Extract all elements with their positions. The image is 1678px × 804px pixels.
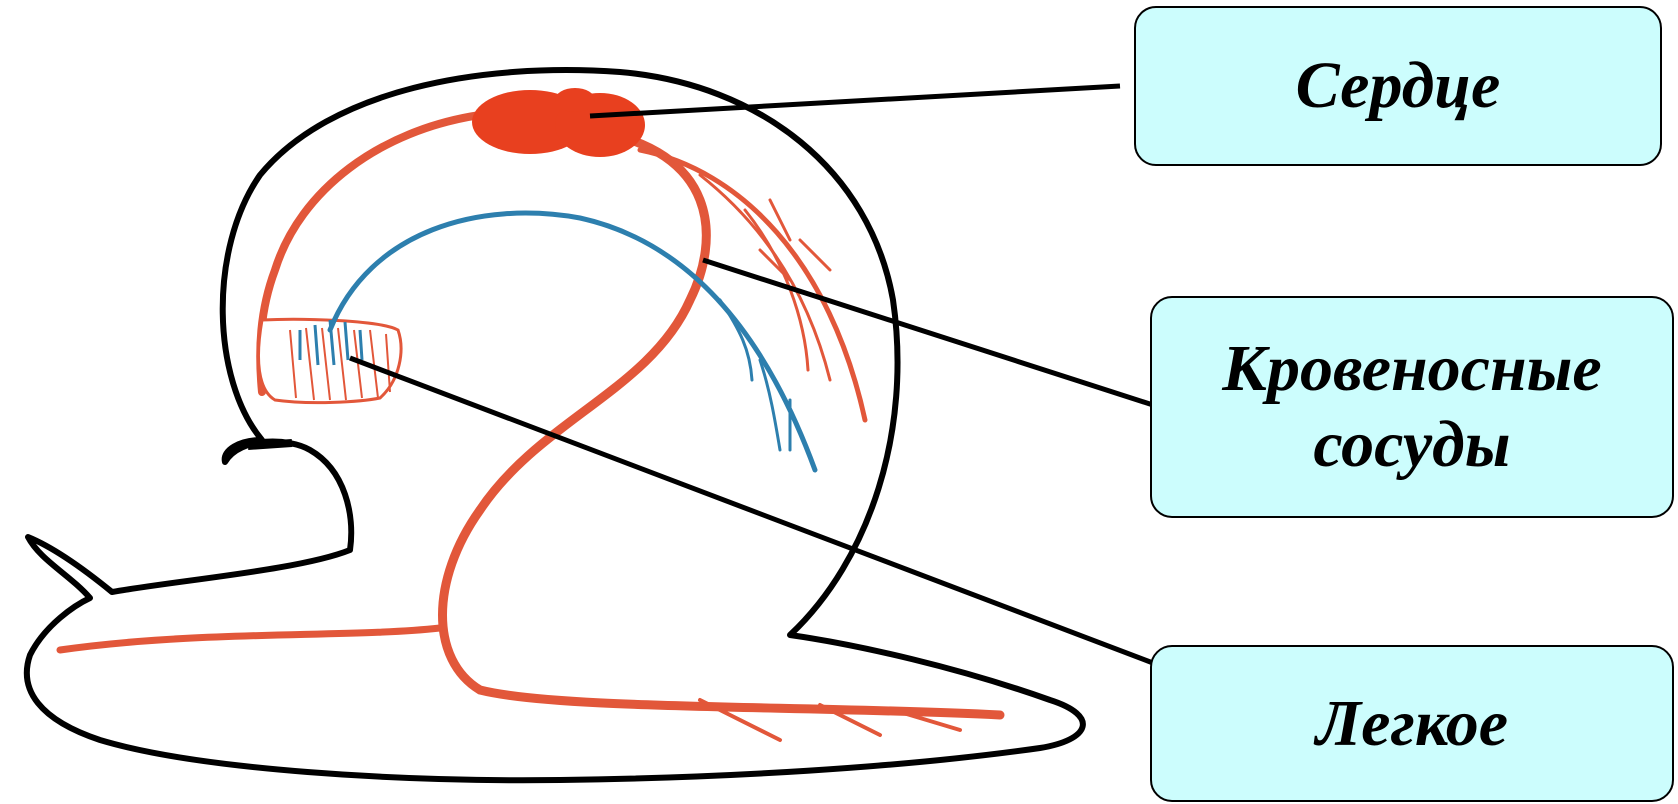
vessels-label: Кровеносные сосуды bbox=[1222, 331, 1601, 483]
vessels-label-box: Кровеносные сосуды bbox=[1150, 296, 1674, 518]
heart-label-box: Сердце bbox=[1134, 6, 1662, 166]
heart-shape bbox=[472, 88, 645, 157]
lung-label-box: Легкое bbox=[1150, 645, 1674, 802]
lung-label: Легкое bbox=[1316, 686, 1508, 762]
neck-mark bbox=[248, 443, 292, 446]
snail-outline bbox=[27, 70, 1083, 780]
heart-label: Сердце bbox=[1296, 48, 1501, 124]
